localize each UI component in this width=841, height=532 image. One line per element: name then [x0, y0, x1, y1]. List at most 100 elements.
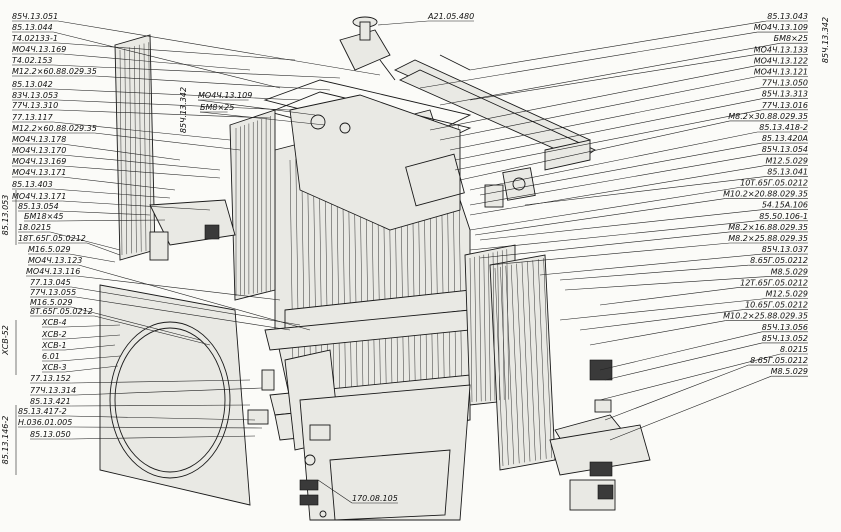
part-label: 77Ч.13.055 — [30, 288, 76, 297]
left-side-shroud — [229, 109, 276, 301]
part-label: 85.13.054 — [18, 202, 59, 211]
part-label: 170.08.105 — [352, 494, 398, 503]
leader-line — [454, 109, 763, 171]
leader-line — [53, 31, 281, 89]
leader-line — [439, 42, 781, 106]
assembly-group-label: 85Ч.13.342 — [179, 87, 188, 133]
tie-rod-bracket — [393, 54, 596, 171]
leader-line — [479, 142, 763, 196]
leader-line — [69, 253, 116, 263]
part-label: М8.2×25.88.029.35 — [728, 234, 808, 243]
leader-line — [479, 231, 730, 259]
leader-line — [86, 242, 121, 256]
leader-line — [589, 320, 726, 346]
part-label: М12.2×60.88.029.35 — [12, 67, 97, 76]
leader-line — [71, 306, 201, 341]
part-label: 12Т.65Г.05.0212 — [740, 278, 808, 287]
leader-line — [73, 426, 263, 429]
leader-line — [469, 54, 758, 101]
part-label: Т4.02.153 — [12, 56, 53, 65]
part-label: М10.2×20.88.029.35 — [723, 190, 808, 199]
part-label: МО4Ч.13.116 — [26, 267, 80, 276]
leader-line — [62, 53, 251, 71]
part-labels-left: 85Ч.13.05185.13.044Т4.02133-1МО4Ч.13.169… — [12, 12, 381, 440]
leader-line — [474, 198, 726, 236]
leader-line — [94, 132, 241, 151]
leader-line — [609, 375, 772, 441]
leader-line — [199, 111, 326, 126]
leader-line — [75, 387, 263, 396]
leader-line — [479, 209, 763, 241]
part-label: М8.2×16.88.029.35 — [728, 223, 808, 232]
part-label: 85.13.420А — [762, 134, 808, 143]
assembly-group-label: ХСВ-52 — [1, 325, 10, 356]
part-label: 18Т.65Г.05.0212 — [18, 234, 86, 243]
leader-line — [429, 65, 758, 131]
part-label: ХСВ-2 — [41, 330, 67, 339]
leader-line — [469, 20, 767, 71]
leader-line — [71, 379, 251, 384]
assembly-group-label: 85.13.146-2 — [1, 416, 10, 465]
part-label: М8.5.029 — [771, 367, 808, 376]
leader-line — [524, 176, 767, 206]
leader-line — [68, 415, 256, 421]
part-label: 85.13.421 — [30, 397, 71, 406]
part-label: 77.13.045 — [30, 278, 71, 287]
part-label: М16.5.029 — [28, 245, 71, 254]
right-side-frame — [464, 244, 556, 471]
leader-line — [604, 364, 749, 421]
part-label: М12.5.029 — [765, 156, 808, 165]
leader-line — [377, 20, 429, 26]
leader-line — [57, 20, 381, 76]
mount-fasteners — [549, 359, 651, 511]
leader-line — [53, 188, 171, 199]
leader-line — [62, 176, 176, 191]
part-label: 77Ч.13.310 — [12, 101, 58, 110]
leader-line — [64, 365, 119, 373]
leader-line — [599, 331, 763, 371]
leader-line — [59, 210, 151, 216]
part-label: 54.15А.106 — [762, 201, 808, 210]
part-label: 85.50.106-1 — [759, 212, 808, 221]
leader-line — [317, 479, 353, 504]
assembly-group-label: 85Ч.13.342 — [821, 17, 830, 63]
part-label: 85.13.417-2 — [18, 407, 67, 416]
part-label: 6.01 — [42, 352, 60, 361]
part-label: БМ8×25 — [200, 103, 234, 112]
leader-line — [53, 121, 231, 141]
leader-line — [469, 165, 767, 216]
leader-line — [579, 309, 744, 331]
part-label: 77.13.152 — [30, 374, 71, 383]
leader-line — [71, 404, 251, 407]
leader-line — [469, 131, 758, 191]
upper-tank — [289, 94, 465, 231]
leader-line — [564, 276, 772, 291]
leader-line — [559, 298, 767, 321]
part-label: 83Ч.13.053 — [12, 91, 58, 100]
left-shroud-fins — [235, 116, 271, 296]
leader-line — [604, 342, 763, 381]
leader-line — [78, 264, 311, 331]
part-label: 85.13.042 — [12, 80, 53, 89]
part-label: 77Ч.13.314 — [30, 386, 76, 395]
leader-line — [94, 75, 331, 91]
part-label: 85.13.041 — [767, 167, 808, 176]
leader-line — [56, 219, 166, 222]
leader-line — [539, 253, 763, 276]
assembly-group-label: 85.13.053 — [1, 195, 10, 236]
leader-line — [599, 287, 740, 306]
part-label: А21.05.480 — [427, 12, 474, 21]
part-labels-right: 85.13.043МО4Ч.13.109БМ8×25МО4Ч.13.133МО4… — [419, 12, 809, 441]
leader-line — [62, 154, 221, 171]
part-label: Т4.02133-1 — [12, 34, 58, 43]
leader-line — [449, 87, 763, 151]
part-label: МО4Ч.13.171 — [12, 168, 66, 177]
part-label: 85Ч.13.037 — [762, 245, 809, 254]
part-label: МО4Ч.13.170 — [12, 146, 66, 155]
leader-line — [439, 76, 758, 141]
leader-line — [62, 165, 221, 179]
part-label: 85.13.418-2 — [759, 123, 808, 132]
part-label: 85.13.044 — [12, 23, 53, 32]
